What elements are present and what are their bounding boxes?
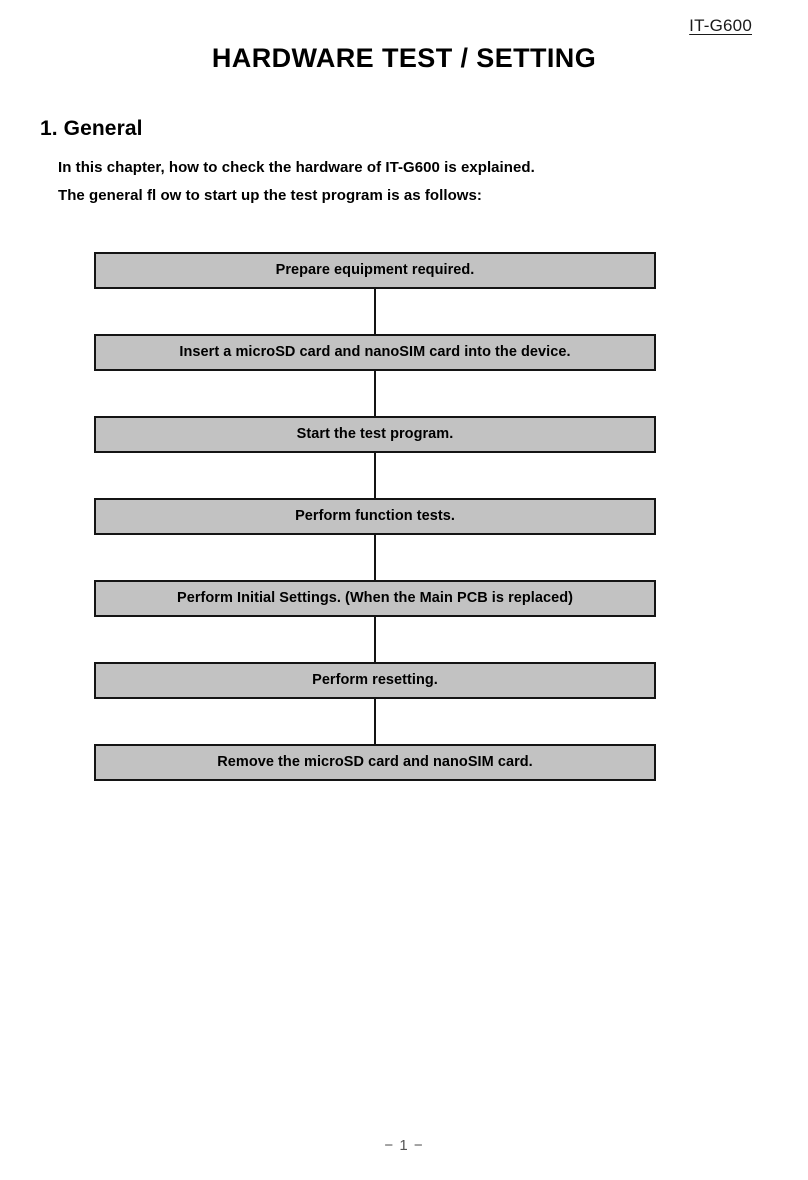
- flowchart-connector-line: [94, 535, 656, 580]
- flowchart-box: Remove the microSD card and nanoSIM card…: [94, 744, 656, 781]
- page-title: HARDWARE TEST / SETTING: [211, 43, 597, 73]
- flowchart-step: Insert a microSD card and nanoSIM card i…: [94, 334, 656, 371]
- flowchart-connector-line: [94, 453, 656, 498]
- flowchart-box-label: Perform resetting.: [312, 672, 438, 689]
- flowchart-box-label: Perform Initial Settings. (When the Main…: [176, 590, 574, 607]
- flowchart-box-label: Insert a microSD card and nanoSIM card i…: [179, 344, 571, 361]
- flowchart-connector-line: [94, 617, 656, 662]
- flowchart-step: Perform Initial Settings. (When the Main…: [94, 580, 656, 617]
- flowchart-box: Perform Initial Settings. (When the Main…: [94, 580, 656, 617]
- section-heading-general: 1. General: [40, 117, 143, 140]
- flowchart: Prepare equipment required. Insert a mic…: [94, 252, 656, 781]
- flowchart-step: Start the test program.: [94, 416, 656, 453]
- page-number-footer: − 1 −: [384, 1137, 424, 1154]
- flowchart-step: Prepare equipment required.: [94, 252, 656, 289]
- flowchart-connector-line: [94, 371, 656, 416]
- flowchart-box-label: Prepare equipment required.: [275, 262, 475, 279]
- flowchart-connector-line: [94, 699, 656, 744]
- flowchart-box: Prepare equipment required.: [94, 252, 656, 289]
- running-head: IT-G600: [689, 16, 752, 35]
- flowchart-step: Remove the microSD card and nanoSIM card…: [94, 744, 656, 781]
- intro-paragraph-line: In this chapter, how to check the hardwa…: [58, 159, 535, 176]
- intro-paragraph: In this chapter, how to check the hardwa…: [58, 154, 718, 210]
- flowchart-box-label: Perform function tests.: [295, 508, 455, 525]
- flowchart-box: Start the test program.: [94, 416, 656, 453]
- flowchart-box-label: Remove the microSD card and nanoSIM card…: [217, 754, 533, 771]
- flowchart-step: Perform resetting.: [94, 662, 656, 699]
- flowchart-box-label: Start the test program.: [296, 426, 454, 443]
- intro-paragraph-line: The general fl ow to start up the test p…: [58, 187, 482, 204]
- flowchart-box: Insert a microSD card and nanoSIM card i…: [94, 334, 656, 371]
- flowchart-step: Perform function tests.: [94, 498, 656, 535]
- flowchart-box: Perform function tests.: [94, 498, 656, 535]
- flowchart-connector-line: [94, 289, 656, 334]
- flowchart-box: Perform resetting.: [94, 662, 656, 699]
